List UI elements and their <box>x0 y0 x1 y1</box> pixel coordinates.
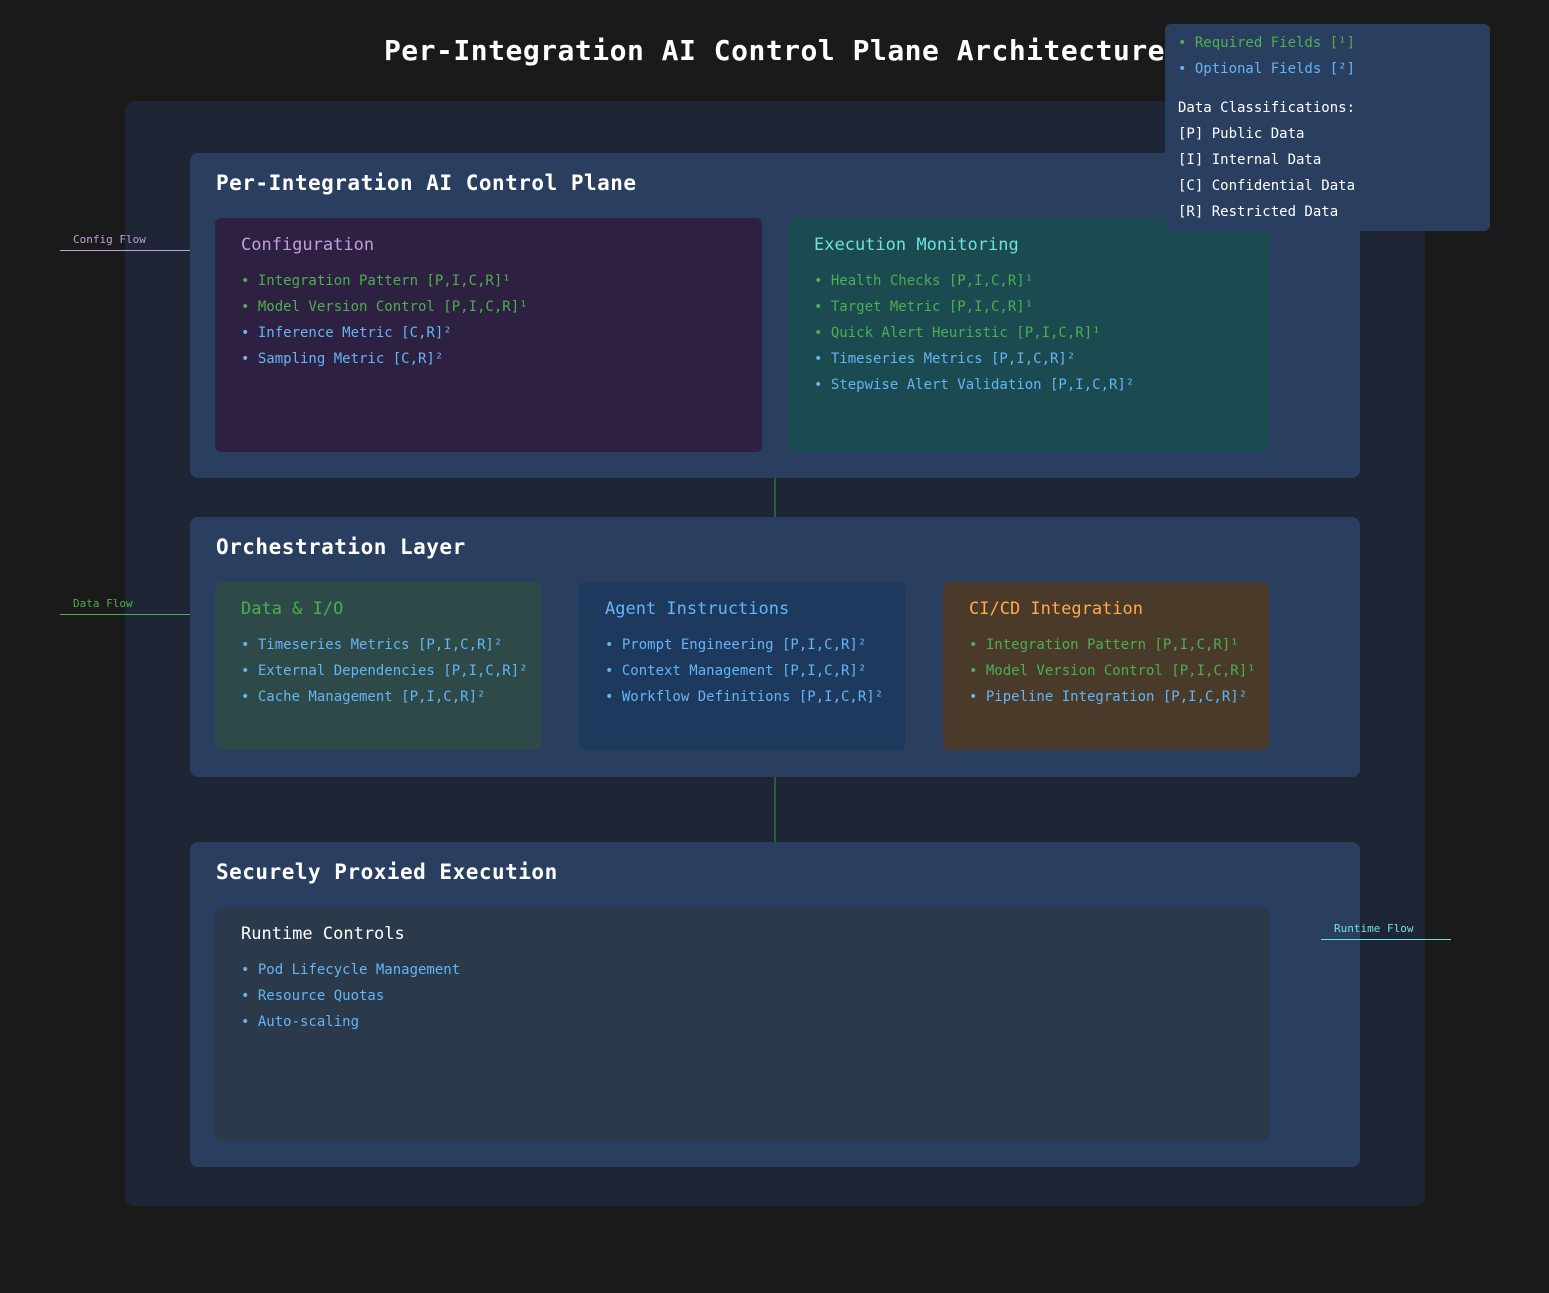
layer-secure-execution: Securely Proxied Execution Runtime Contr… <box>190 842 1360 1167</box>
config-flow-label: Config Flow <box>73 233 146 246</box>
legend: • Required Fields [¹] • Optional Fields … <box>1165 24 1490 231</box>
legend-classification-public: [P] Public Data <box>1178 126 1305 142</box>
runtime-flow-label: Runtime Flow <box>1334 922 1414 935</box>
item-list: • Integration Pattern [P,I,C,R]¹ • Model … <box>969 632 1256 710</box>
card-title: Execution Monitoring <box>814 235 1019 255</box>
list-item: • Context Management [P,I,C,R]² <box>605 663 867 679</box>
layer-title: Orchestration Layer <box>216 535 466 559</box>
card-data-io: Data & I/O • Timeseries Metrics [P,I,C,R… <box>215 582 541 750</box>
list-item: • Stepwise Alert Validation [P,I,C,R]² <box>814 377 1135 393</box>
list-item: • Resource Quotas <box>241 988 385 1004</box>
list-item: • Timeseries Metrics [P,I,C,R]² <box>241 637 503 653</box>
data-flow-label: Data Flow <box>73 597 133 610</box>
legend-classification-confidential: [C] Confidential Data <box>1178 178 1356 194</box>
list-item: • Model Version Control [P,I,C,R]¹ <box>969 663 1256 679</box>
list-item: • Timeseries Metrics [P,I,C,R]² <box>814 351 1076 367</box>
card-title: Configuration <box>241 235 375 255</box>
connector-orchestration-to-execution <box>774 777 776 843</box>
data-flow-line <box>60 614 190 615</box>
legend-classification-restricted: [R] Restricted Data <box>1178 204 1339 220</box>
page-title: Per-Integration AI Control Plane Archite… <box>383 34 1166 67</box>
layer-orchestration: Orchestration Layer Data & I/O • Timeser… <box>190 517 1360 777</box>
item-list: • Timeseries Metrics [P,I,C,R]² • Externa… <box>241 632 528 710</box>
list-item: • Inference Metric [C,R]² <box>241 325 452 341</box>
layer-title: Per-Integration AI Control Plane <box>216 171 637 195</box>
card-cicd-integration: CI/CD Integration • Integration Pattern … <box>943 582 1269 750</box>
list-item: • Sampling Metric [C,R]² <box>241 351 444 367</box>
card-title: Agent Instructions <box>605 599 790 619</box>
list-item: • Cache Management [P,I,C,R]² <box>241 689 486 705</box>
list-item: • External Dependencies [P,I,C,R]² <box>241 663 528 679</box>
item-list: • Health Checks [P,I,C,R]¹ • Target Metri… <box>814 268 1134 398</box>
list-item: • Pod Lifecycle Management <box>241 962 461 978</box>
list-item: • Target Metric [P,I,C,R]¹ <box>814 299 1034 315</box>
card-runtime-controls: Runtime Controls • Pod Lifecycle Managem… <box>215 907 1269 1141</box>
item-list: • Pod Lifecycle Management • Resource Quo… <box>241 957 460 1035</box>
list-item: • Quick Alert Heuristic [P,I,C,R]¹ <box>814 325 1101 341</box>
card-execution-monitoring: Execution Monitoring • Health Checks [P,… <box>788 218 1269 452</box>
list-item: • Workflow Definitions [P,I,C,R]² <box>605 689 884 705</box>
list-item: • Pipeline Integration [P,I,C,R]² <box>969 689 1248 705</box>
card-configuration: Configuration • Integration Pattern [P,I… <box>215 218 762 452</box>
list-item: • Integration Pattern [P,I,C,R]¹ <box>969 637 1239 653</box>
legend-optional: • Optional Fields [²] <box>1178 61 1356 77</box>
card-title: Data & I/O <box>241 599 344 619</box>
connector-control-to-orchestration <box>774 478 776 518</box>
item-list: • Prompt Engineering [P,I,C,R]² • Context… <box>605 632 883 710</box>
list-item: • Model Version Control [P,I,C,R]¹ <box>241 299 528 315</box>
list-item: • Auto-scaling <box>241 1014 360 1030</box>
legend-classification-internal: [I] Internal Data <box>1178 152 1322 168</box>
item-list: • Integration Pattern [P,I,C,R]¹ • Model … <box>241 268 528 372</box>
list-item: • Health Checks [P,I,C,R]¹ <box>814 273 1034 289</box>
card-agent-instructions: Agent Instructions • Prompt Engineering … <box>579 582 905 750</box>
card-title: CI/CD Integration <box>969 599 1143 619</box>
legend-classifications-title: Data Classifications: <box>1178 100 1356 116</box>
config-flow-line <box>60 250 190 251</box>
card-title: Runtime Controls <box>241 924 405 944</box>
legend-required: • Required Fields [¹] <box>1178 35 1356 51</box>
list-item: • Prompt Engineering [P,I,C,R]² <box>605 637 867 653</box>
layer-control-plane: Per-Integration AI Control Plane Configu… <box>190 153 1360 478</box>
runtime-flow-line <box>1321 939 1451 940</box>
list-item: • Integration Pattern [P,I,C,R]¹ <box>241 273 511 289</box>
layer-title: Securely Proxied Execution <box>216 860 558 884</box>
